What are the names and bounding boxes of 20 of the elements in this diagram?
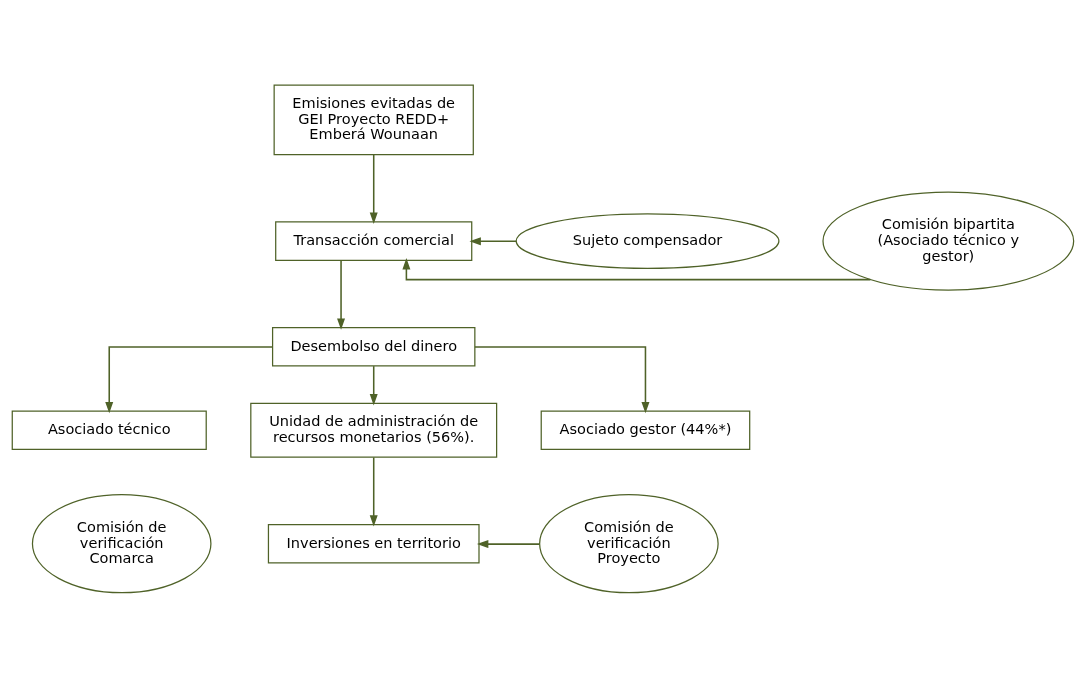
arrow — [474, 345, 650, 413]
node-box: Transacción comercial — [275, 220, 473, 261]
node-ellipse: Comisión bipartita (Asociado técnico y gestor) — [822, 191, 1075, 291]
node-box: Inversiones en territorio — [267, 523, 480, 563]
arrow — [369, 364, 378, 405]
arrow — [369, 153, 378, 224]
arrow — [337, 259, 346, 330]
node-ellipse: Sujeto compensador — [515, 212, 780, 269]
node-box: Asociado gestor (44%*) — [540, 409, 751, 450]
node-box: Asociado técnico — [11, 409, 207, 450]
node-ellipse: Comisión de verificación Comarca — [31, 493, 212, 593]
node-box: Unidad de administración de recursos monetarios (56%). — [250, 402, 498, 458]
node-box: Emisiones evitadas de GEI Proyecto REDD+ Emberá Wounaan — [273, 84, 474, 155]
node-box: Desembolso del dinero — [272, 326, 476, 367]
arrow — [476, 539, 541, 548]
node-ellipse: Comisión de verificación Proyecto — [539, 493, 719, 593]
arrow — [402, 257, 872, 280]
arrow — [469, 236, 517, 245]
arrow — [105, 345, 273, 413]
arrow — [369, 456, 378, 527]
